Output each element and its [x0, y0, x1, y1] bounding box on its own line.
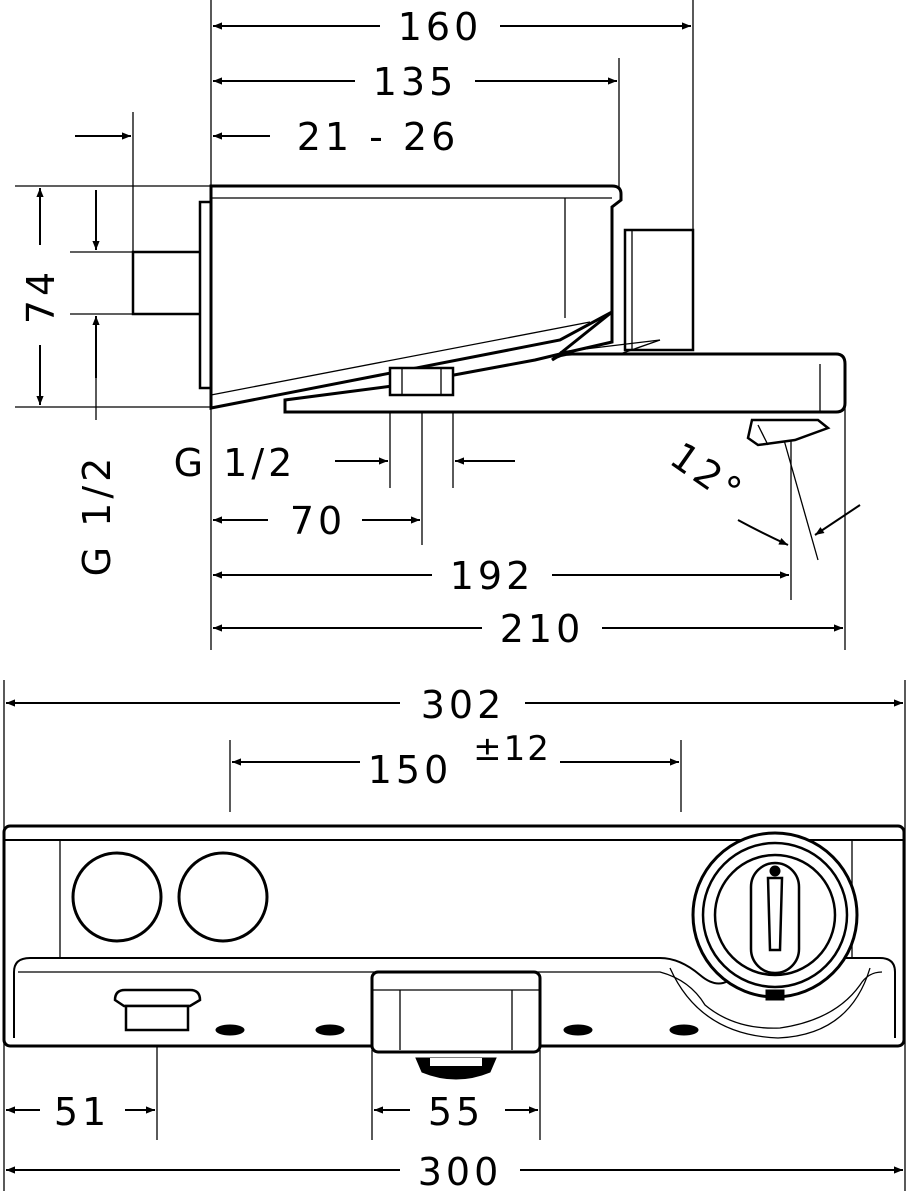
rear-connector [623, 228, 695, 352]
dimension-150: 150 ±12 [232, 729, 679, 792]
dimension-300-label: 300 [418, 1150, 503, 1191]
mounting-hole-2 [315, 1024, 345, 1036]
dimension-70-label: 70 [290, 499, 346, 543]
dimension-55: 55 [374, 1090, 538, 1134]
outlet-fitting [388, 366, 455, 397]
dimension-55-label: 55 [428, 1090, 484, 1134]
spout-front [370, 970, 542, 1080]
front-tray [13, 956, 896, 1038]
dimension-210: 210 [213, 607, 843, 651]
dimension-160: 160 [213, 5, 691, 49]
dimension-74: 74 [19, 188, 63, 405]
mounting-hole-1 [215, 1024, 245, 1036]
dimension-outlet-thread: G 1/2 [174, 441, 515, 485]
dimension-302-label: 302 [421, 683, 506, 727]
dimension-302: 302 [6, 683, 903, 727]
dimension-51-label: 51 [54, 1090, 110, 1134]
push-button-right [177, 851, 269, 943]
dimension-210-label: 210 [500, 607, 585, 651]
angle-label: 12° [662, 434, 752, 516]
push-button-left [71, 851, 163, 943]
dimension-160-label: 160 [398, 5, 483, 49]
dimension-51: 51 [6, 1090, 155, 1134]
dimension-192: 192 [213, 554, 789, 598]
front-view: 302 150 ±12 [2, 680, 906, 1191]
dimension-angle: 12° [662, 434, 861, 546]
aerator-side [746, 418, 831, 447]
dimension-150-label: 150 [368, 748, 453, 792]
mounting-hole-4 [669, 1024, 699, 1036]
wall-connection-pipe [131, 250, 203, 316]
mounting-hole-3 [563, 1024, 593, 1036]
dimension-21-26-label: 21 - 26 [297, 115, 460, 159]
dimension-300: 300 [6, 1150, 903, 1191]
side-view: 160 135 21 - 26 74 G 1/2 G 1/2 [15, 0, 861, 651]
dimension-74-label: 74 [19, 268, 63, 324]
dimension-135-label: 135 [373, 60, 458, 104]
connection-fitting-front [113, 988, 202, 1032]
front-body [2, 824, 906, 1080]
dimension-70: 70 [213, 499, 420, 543]
thermostat-knob [691, 831, 859, 1001]
thread-connection-label: G 1/2 [75, 454, 119, 577]
side-extension-lines [15, 0, 846, 650]
main-body-side [209, 184, 623, 410]
side-body [131, 184, 847, 447]
thread-outlet-label: G 1/2 [174, 441, 297, 485]
dimension-135: 135 [213, 60, 617, 104]
tolerance-label: ±12 [473, 729, 551, 769]
dimension-192-label: 192 [450, 554, 535, 598]
dimension-21-26: 21 - 26 [75, 115, 460, 159]
